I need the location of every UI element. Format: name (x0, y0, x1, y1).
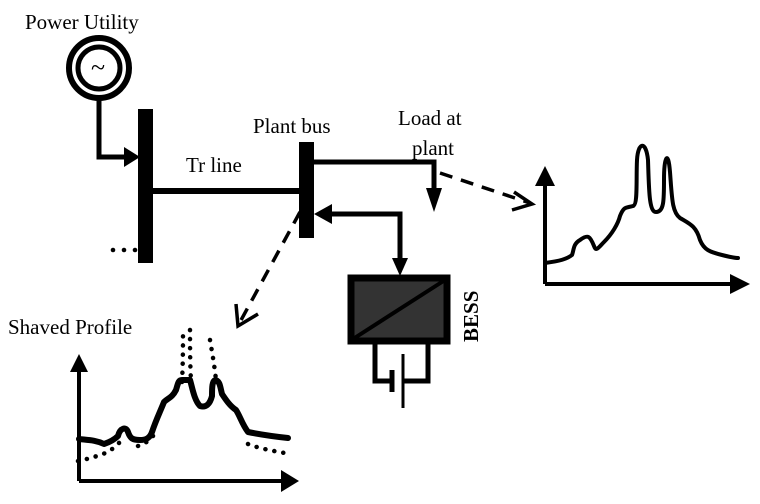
power-utility-label: Power Utility (25, 10, 139, 34)
battery-icon (372, 344, 431, 408)
load-y-axis-arrow-icon (535, 166, 555, 186)
plant-bus (299, 142, 314, 238)
ac-source-symbol: ~ (91, 53, 105, 82)
load-profile-curve (543, 143, 740, 265)
shaved-profile-solid-curve (76, 377, 291, 447)
shaved-y-axis-arrow-icon (70, 354, 88, 372)
load-label-line2: plant (412, 136, 454, 160)
shaved-profile-chart (70, 327, 299, 492)
load-label-line1: Load at (398, 106, 462, 130)
bess-label: BESS (459, 291, 483, 342)
feed-arrow-icon (124, 147, 140, 167)
bus-to-bess-arrow-icon (392, 258, 408, 276)
load-profile-chart (535, 143, 750, 294)
utility-bus (138, 109, 153, 263)
bess-feeder (314, 204, 408, 276)
shaved-profile-pointer (234, 211, 302, 329)
load-profile-pointer (439, 171, 537, 212)
continuation-dots (110, 247, 138, 253)
tr-line-label: Tr line (186, 153, 242, 177)
plant-bus-label: Plant bus (253, 114, 331, 138)
shaved-x-axis-arrow-icon (281, 470, 299, 492)
load-arrow-icon (426, 188, 442, 212)
utility-feed-line (96, 98, 140, 167)
load-x-axis-arrow-icon (730, 274, 750, 294)
load-feeder (314, 159, 442, 212)
generator-icon: ~ (66, 35, 132, 101)
original-profile-dotted-curve (75, 327, 293, 464)
bess-to-bus-arrow-icon (314, 204, 332, 224)
converter-icon (347, 274, 451, 345)
shaved-profile-label: Shaved Profile (8, 315, 132, 339)
